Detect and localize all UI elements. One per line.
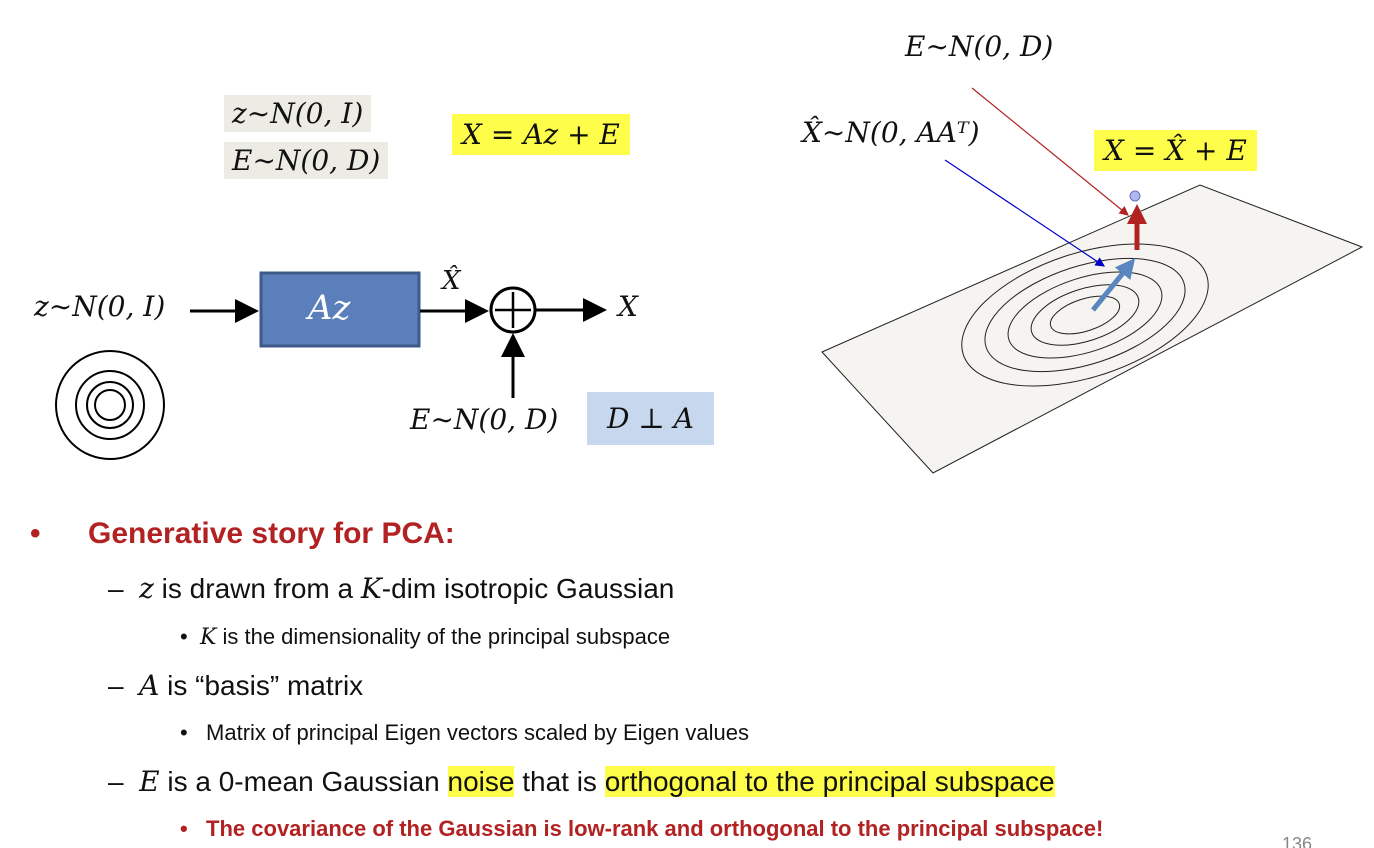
orthogonality-label: D ⊥ A: [587, 392, 714, 445]
sum-equation: X = X̂ + E: [1094, 130, 1257, 171]
heading-bullet: •: [30, 517, 41, 550]
az-box-label: Az: [308, 288, 351, 328]
right-xhat-label: X̂∼N(0, AAᵀ): [802, 116, 980, 149]
data-point: [1129, 190, 1141, 202]
text: is a 0-mean Gaussian: [159, 766, 448, 797]
model-equation: X = Az + E: [452, 114, 630, 155]
list-item: • Matrix of principal Eigen vectors scal…: [180, 720, 749, 745]
sum-node-icon: [489, 286, 537, 334]
bullet-heading: Generative story for PCA:: [88, 517, 455, 550]
xhat-label: X̂: [442, 266, 461, 296]
var: A: [139, 669, 160, 702]
highlight: noise: [447, 766, 515, 797]
page-number: 136: [1282, 834, 1313, 848]
text: that is: [514, 766, 605, 797]
list-item: • K is the dimensionality of the princip…: [180, 624, 671, 650]
list-item: – z is drawn from a K-dim isotropic Gaus…: [108, 572, 675, 605]
var: K: [199, 625, 217, 650]
text: is the dimensionality of the principal s…: [216, 624, 671, 649]
var: z: [139, 572, 154, 605]
highlight: orthogonal to the principal subspace: [604, 766, 1055, 797]
text: is drawn from a: [153, 573, 361, 604]
e-prior-label: E∼N(0, D): [224, 142, 389, 179]
list-item: – A is “basis” matrix: [108, 669, 364, 702]
ellipse-contours: [961, 243, 1209, 387]
noise-label: E∼N(0, D): [410, 403, 559, 436]
noise-pointer: [971, 87, 1129, 216]
input-label: z∼N(0, I): [34, 290, 166, 323]
xhat-vector: [1091, 258, 1136, 312]
text: The covariance of the Gaussian is low-ra…: [206, 816, 1104, 841]
list-item: • The covariance of the Gaussian is low-…: [180, 816, 1104, 841]
var: E: [139, 765, 160, 798]
right-noise-label: E∼N(0, D): [905, 30, 1054, 63]
output-label: X: [618, 290, 638, 323]
xhat-pointer: [944, 159, 1105, 267]
var: K: [360, 572, 382, 605]
text: is “basis” matrix: [159, 670, 364, 701]
isotropic-contours-icon: [55, 350, 165, 460]
text: Matrix of principal Eigen vectors scaled…: [206, 720, 749, 745]
z-prior-label: z∼N(0, I): [224, 95, 372, 132]
az-box: [259, 271, 421, 348]
text: -dim isotropic Gaussian: [381, 573, 675, 604]
list-item: – E is a 0-mean Gaussian noise that is o…: [108, 765, 1055, 798]
